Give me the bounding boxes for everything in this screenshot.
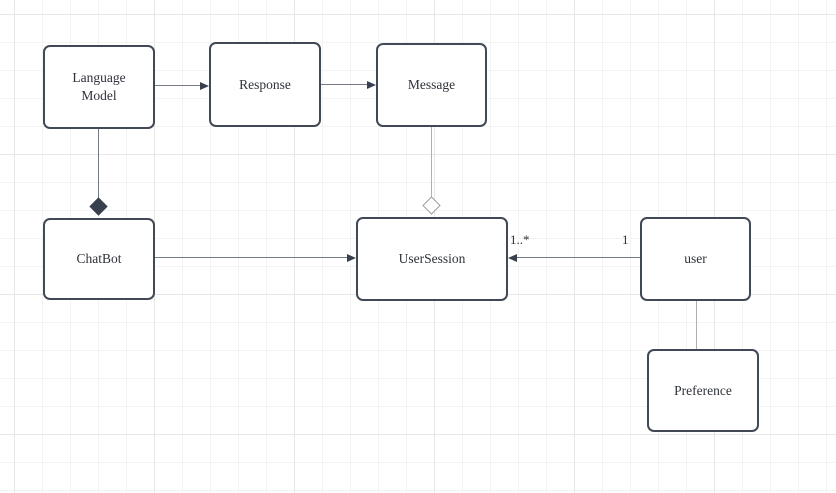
node-message[interactable]: Message	[376, 43, 487, 127]
multiplicity-label-source[interactable]: 1	[622, 232, 629, 247]
arrowhead-icon	[367, 80, 376, 89]
node-message-label: Message	[407, 77, 456, 93]
multiplicity-label-target[interactable]: 1..*	[510, 232, 530, 247]
arrowhead-icon	[508, 253, 517, 262]
node-preference-label: Preference	[674, 382, 732, 398]
edge-line	[431, 127, 432, 197]
node-chatbot[interactable]: ChatBot	[43, 218, 155, 300]
edge-line	[98, 129, 99, 198]
node-language-model[interactable]: Language Model	[43, 45, 155, 129]
node-chatbot-label: ChatBot	[76, 251, 122, 267]
composition-diamond-icon	[89, 197, 108, 216]
node-preference[interactable]: Preference	[647, 349, 759, 432]
node-response-label: Response	[239, 76, 291, 92]
node-user-label: user	[684, 251, 707, 267]
node-user-session-label: UserSession	[398, 251, 466, 267]
edge-line	[696, 301, 697, 349]
edge-line	[517, 257, 640, 258]
aggregation-diamond-icon	[422, 196, 441, 215]
edge-line	[321, 84, 367, 85]
node-user[interactable]: user	[640, 217, 751, 301]
arrowhead-icon	[200, 81, 209, 90]
edge-line	[155, 85, 201, 86]
node-response[interactable]: Response	[209, 42, 321, 127]
edge-line	[155, 257, 347, 258]
node-language-model-label: Language Model	[72, 70, 126, 103]
node-user-session[interactable]: UserSession	[356, 217, 508, 301]
arrowhead-icon	[347, 253, 356, 262]
